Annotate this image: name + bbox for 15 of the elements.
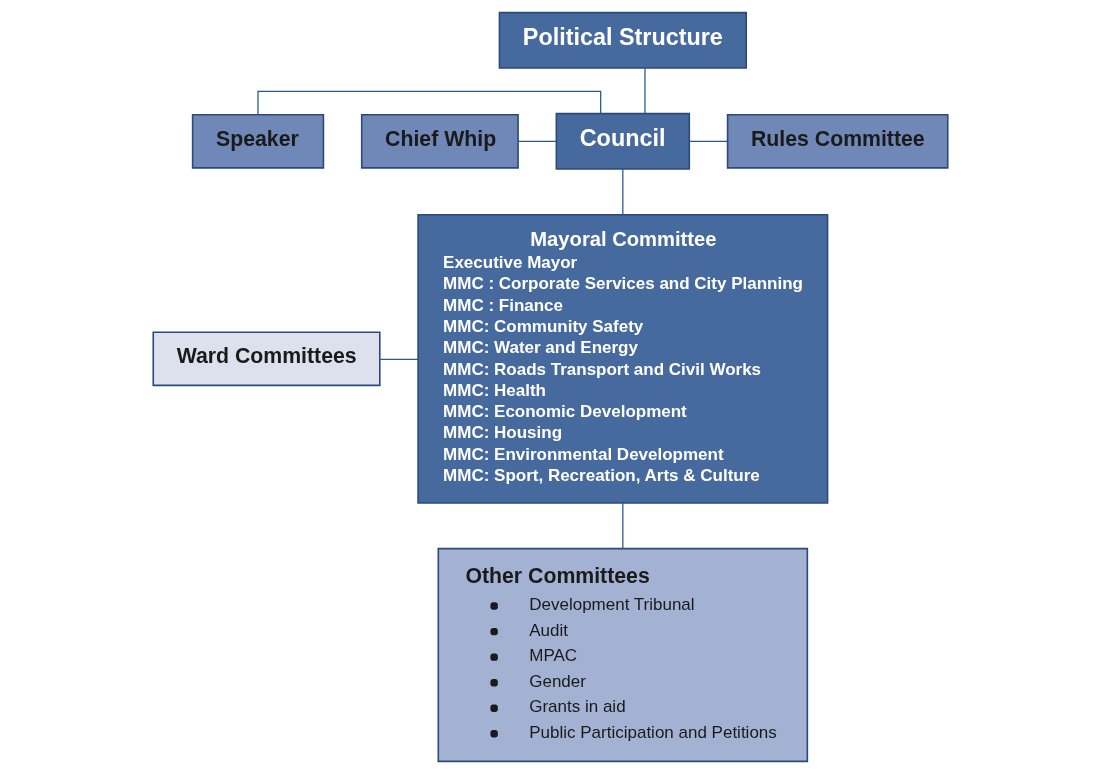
connector (517, 140, 557, 142)
connector (621, 502, 623, 550)
connector (688, 140, 728, 142)
connector (256, 90, 601, 116)
node-box: Rules Committee (726, 113, 949, 169)
node-box: Other Committees Development Tribunal Audit MPAC Gender Grants in aid Public Participation and Petitions (437, 547, 808, 763)
connector (621, 168, 623, 216)
node-box: Speaker (191, 113, 324, 169)
node-box: Political Structure (498, 11, 747, 69)
node-box: Chief Whip (360, 113, 519, 169)
node-box: Mayoral Committee Executive Mayor MMC : Corporate Services and City Planning MMC : Finance MMC: Community Safety MMC: Water and Energy MMC: Roads Transport and Civil Works MMC: Health MMC: Economic Development MMC: Housing MMC: Environmental Development MMC: Sport, Recreation, Arts & Culture (416, 213, 828, 504)
connector (379, 358, 419, 360)
node-box: Council (555, 112, 690, 170)
connector (643, 67, 646, 115)
node-box: Ward Committees (151, 331, 381, 387)
